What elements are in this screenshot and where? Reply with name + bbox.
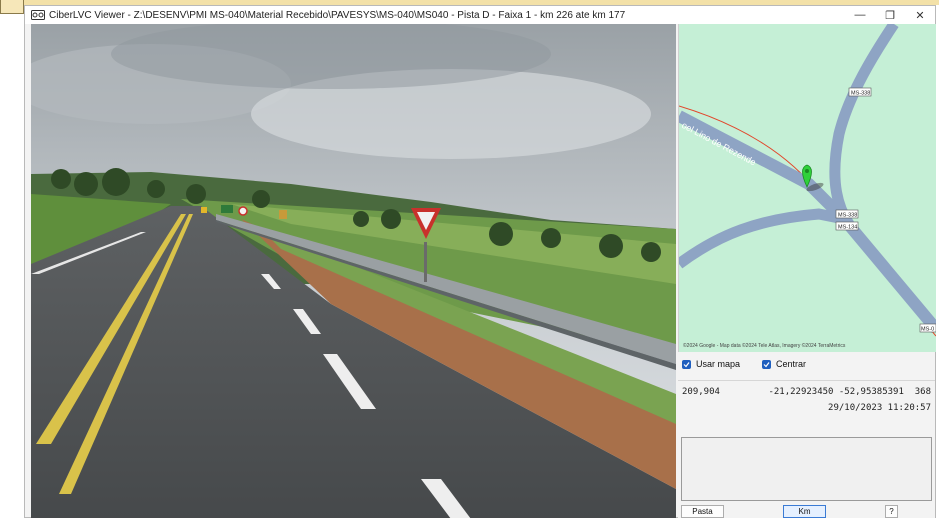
app-window: CiberLVC Viewer - Z:\DESENV\PMI MS-040\M… (24, 5, 936, 518)
corner-tab (0, 0, 24, 14)
map-shield: MS-338 (848, 87, 872, 97)
svg-text:MS-338: MS-338 (851, 91, 870, 97)
folder-button[interactable]: Pasta (681, 505, 724, 518)
app-icon (31, 10, 45, 20)
map-attribution: ©2024 Google - Map data ©2024 Tele Atlas… (683, 343, 846, 349)
map-marker-icon[interactable] (802, 164, 825, 193)
center-option[interactable]: Centrar (762, 359, 806, 369)
map-options: Usar mapa Centrar (682, 357, 828, 371)
window-title: CiberLVC Viewer - Z:\DESENV\PMI MS-040\M… (49, 9, 626, 21)
checkmark-icon (683, 361, 690, 367)
close-button[interactable]: ✕ (915, 9, 925, 22)
map-view[interactable]: oel Lino de Rezende MS-338 MS-338 MS-134… (678, 24, 936, 352)
restore-button[interactable]: ❐ (885, 9, 895, 22)
km-button[interactable]: Km (783, 505, 826, 518)
center-checkbox[interactable] (762, 359, 772, 369)
position-info: 209,904 -21,22923450 -52,95385391 368 29… (678, 380, 935, 436)
notes-box[interactable] (681, 437, 932, 501)
map-shield: MS-134 (835, 221, 859, 231)
top-highlight-bar (0, 0, 939, 5)
coordinates-value: -21,22923450 -52,95385391 368 (768, 387, 931, 397)
map-shield: MS-338 (835, 209, 859, 219)
road-photo (31, 24, 676, 518)
use-map-label: Usar mapa (696, 359, 741, 369)
help-button[interactable]: ? (885, 505, 898, 518)
side-panel: oel Lino de Rezende MS-338 MS-338 MS-134… (678, 24, 936, 518)
minimize-button[interactable]: — (854, 9, 866, 21)
svg-text:MS-134: MS-134 (838, 225, 857, 231)
button-row: Pasta Km ? (678, 505, 935, 518)
svg-text:MS-338: MS-338 (838, 213, 857, 219)
distance-value: 209,904 (682, 387, 720, 397)
title-bar: CiberLVC Viewer - Z:\DESENV\PMI MS-040\M… (25, 6, 935, 24)
use-map-option[interactable]: Usar mapa (682, 359, 740, 369)
svg-text:MS-0: MS-0 (921, 327, 934, 333)
checkmark-icon (763, 361, 770, 367)
datetime-value: 29/10/2023 11:20:57 (828, 403, 931, 413)
use-map-checkbox[interactable] (682, 359, 691, 369)
center-label: Centrar (776, 359, 807, 369)
map-shield: MS-0 (919, 323, 936, 333)
